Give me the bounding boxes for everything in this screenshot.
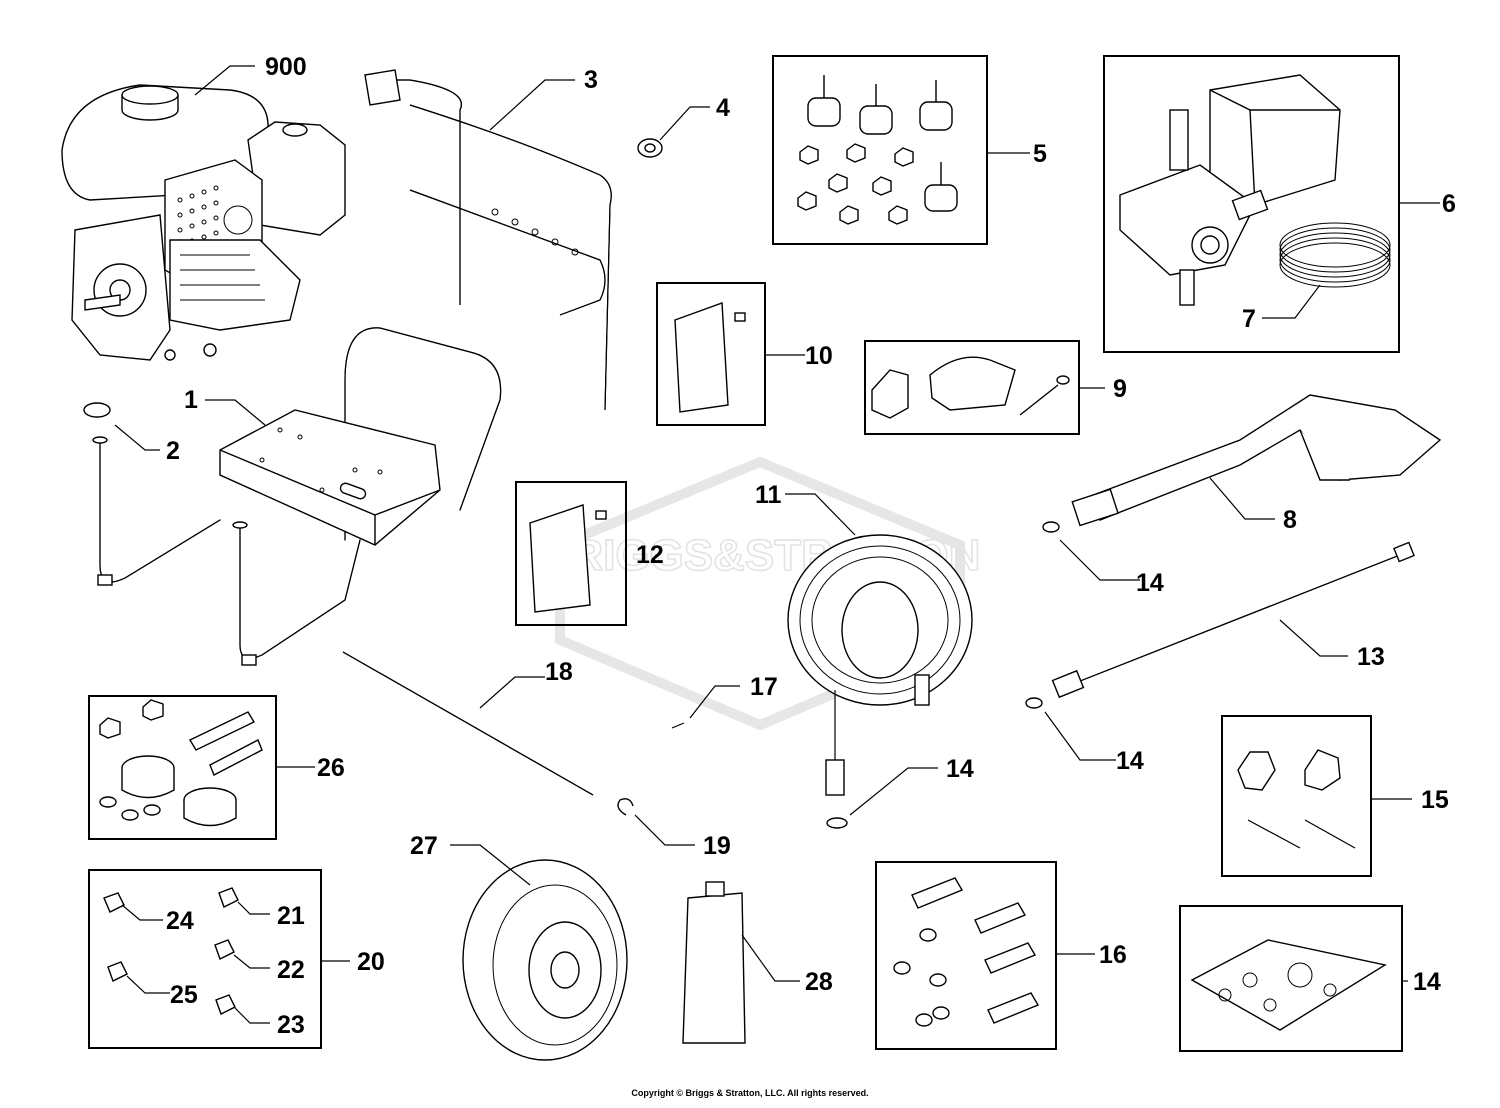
callout-900: 900: [265, 53, 307, 81]
box-part-12: [515, 481, 627, 626]
knobs-bolts-15-drawing: [1237, 749, 1356, 849]
callout-3: 3: [584, 66, 598, 94]
callout-20: 20: [357, 948, 385, 976]
callout-21: 21: [277, 902, 305, 930]
spray-gun-drawing: [1042, 394, 1442, 533]
callout-6: 6: [1442, 190, 1456, 218]
callout-1: 1: [184, 386, 198, 414]
box-part-10: [656, 282, 766, 426]
callout-18: 18: [545, 658, 573, 686]
decal-10-drawing: [674, 302, 746, 413]
handle-drawing: [364, 69, 612, 411]
callout-17: 17: [750, 673, 778, 701]
mounts-nuts-drawing: [797, 75, 958, 225]
callout-22: 22: [277, 956, 305, 984]
callout-7: 7: [1242, 305, 1256, 333]
hose-clip-drawing: [871, 356, 1070, 419]
callout-19: 19: [703, 832, 731, 860]
callout-28: 28: [805, 968, 833, 996]
callout-26: 26: [317, 754, 345, 782]
screws-washers-16-drawing: [893, 877, 1040, 1027]
retaining-ring-drawing: [617, 798, 634, 816]
box-part-15: [1221, 715, 1372, 877]
wand-drawing: [1025, 541, 1415, 709]
leader-lines: [114, 65, 1440, 1024]
callout-8: 8: [1283, 506, 1297, 534]
callout-14-gun: 14: [1136, 569, 1164, 597]
decal-14-drawing: [1190, 939, 1387, 1031]
wheel-drawing: [462, 859, 628, 1061]
box-part-6: [1103, 55, 1400, 353]
callout-2: 2: [166, 437, 180, 465]
callout-23: 23: [277, 1011, 305, 1039]
callout-14-decal: 14: [1413, 968, 1441, 996]
copyright-notice: Copyright © Briggs & Stratton, LLC. All …: [631, 1088, 869, 1098]
callout-27: 27: [410, 832, 438, 860]
axle-drawing: [342, 651, 594, 796]
callout-10: 10: [805, 342, 833, 370]
frame-drawing: [83, 327, 502, 666]
pin-drawing: [671, 722, 685, 729]
decal-12-drawing: [529, 504, 607, 613]
callout-11: 11: [755, 481, 782, 509]
callout-14-hose: 14: [946, 755, 974, 783]
callout-16: 16: [1099, 941, 1127, 969]
oil-bottle-drawing: [682, 881, 746, 1044]
callout-14-wand: 14: [1116, 747, 1144, 775]
unloader-tube-coil: [1279, 222, 1391, 288]
box-part-5: [772, 55, 988, 245]
callout-4: 4: [716, 94, 730, 122]
box-part-16: [875, 861, 1057, 1050]
callout-12: 12: [636, 541, 664, 569]
callout-13: 13: [1357, 643, 1385, 671]
callout-9: 9: [1113, 375, 1127, 403]
callout-24: 24: [166, 907, 194, 935]
callout-5: 5: [1033, 140, 1047, 168]
callout-15: 15: [1421, 786, 1449, 814]
grommet-drawing: [637, 138, 663, 158]
pump-drawing: [1119, 74, 1391, 306]
engine-drawing: [61, 84, 346, 361]
box-part-20: [88, 869, 322, 1049]
hose-coil-drawing: [787, 534, 973, 829]
hardware-26-drawing: [99, 699, 263, 827]
callout-25: 25: [170, 981, 198, 1009]
box-part-14-decal: [1179, 905, 1403, 1052]
screws-20-drawing: [103, 887, 239, 1015]
